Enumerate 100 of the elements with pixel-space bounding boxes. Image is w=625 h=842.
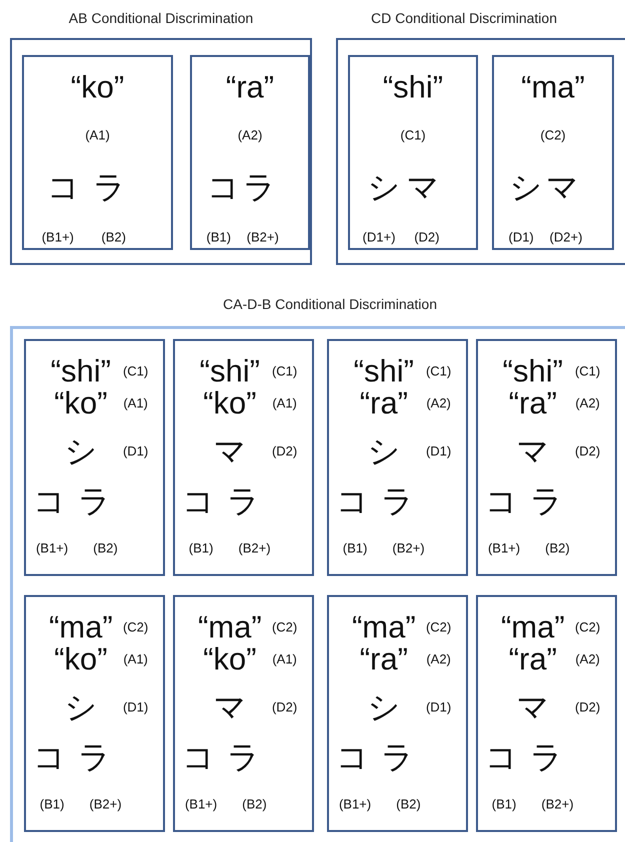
stimulus-code: (B2+): [246, 230, 279, 244]
stimulus-code: (C1): [574, 364, 600, 378]
trial-card: [327, 595, 468, 832]
stimulus-word: “ko”: [54, 388, 108, 418]
katakana-character: コ: [484, 485, 518, 517]
stimulus-code: (C2): [426, 620, 452, 634]
stimulus-word: “ma”: [500, 612, 565, 642]
stimulus-code: (D2): [272, 700, 298, 714]
trial-card: [24, 595, 165, 832]
stimulus-code: (C1): [426, 364, 452, 378]
trial-card: [476, 595, 617, 832]
katakana-character: コ: [206, 171, 240, 203]
stimulus-word: “ra”: [508, 388, 557, 418]
stimulus-code: (A2): [575, 652, 600, 666]
katakana-character: シ: [367, 435, 400, 467]
katakana-character: ラ: [78, 485, 111, 517]
katakana-character: コ: [182, 741, 215, 773]
stimulus-code: (A2): [575, 396, 600, 410]
stimulus-code: (A2): [426, 396, 451, 410]
katakana-character: マ: [516, 435, 550, 467]
stimulus-word: “ma”: [48, 612, 113, 642]
stimulus-code: (D2+): [550, 230, 582, 244]
stimulus-code: (A1): [272, 652, 297, 666]
stimulus-word: “ma”: [352, 612, 416, 642]
katakana-character: コ: [336, 485, 369, 517]
katakana-character: マ: [516, 691, 550, 723]
stimulus-code: (B1+): [184, 798, 218, 810]
stimulus-code: (C1): [122, 364, 148, 378]
stimulus-code: (B1+): [36, 542, 68, 554]
stimulus-code: (A1): [123, 652, 148, 666]
stimulus-code: (C2): [122, 620, 148, 634]
stimulus-code: (D1): [426, 444, 452, 458]
katakana-character: ラ: [381, 485, 414, 517]
trial-card: [476, 339, 617, 576]
katakana-character: コ: [32, 485, 66, 517]
stimulus-code: (A2): [238, 128, 262, 142]
stimulus-code: (C2): [272, 620, 298, 634]
stimulus-word: “shi”: [382, 72, 444, 102]
stimulus-word: “shi”: [354, 356, 414, 386]
stimulus-code: (B1): [40, 798, 64, 810]
katakana-character: ラ: [92, 171, 126, 203]
katakana-character: コ: [32, 741, 66, 773]
stimulus-code: (B1+): [488, 542, 520, 554]
stimulus-code: (D1): [122, 444, 148, 458]
stimulus-code: (B2+): [392, 542, 425, 554]
stimulus-word: “shi”: [200, 356, 260, 386]
stimulus-code: (B2): [101, 230, 126, 244]
katakana-character: ラ: [227, 485, 260, 517]
stimulus-code: (A1): [272, 396, 297, 410]
stimulus-code: (D2): [414, 230, 440, 244]
trial-card: [190, 55, 310, 250]
trial-card: [348, 55, 478, 250]
trial-card: [173, 339, 314, 576]
katakana-character: マ: [546, 171, 579, 203]
stimulus-word: “ra”: [226, 72, 274, 102]
trial-card: [492, 55, 614, 250]
stimulus-code: (A2): [426, 652, 451, 666]
trial-card: [24, 339, 165, 576]
stimulus-code: (B2+): [238, 542, 271, 554]
stimulus-word: “ra”: [360, 644, 408, 674]
katakana-character: ラ: [227, 741, 260, 773]
stimulus-word: “ko”: [203, 644, 256, 674]
katakana-character: シ: [368, 171, 401, 203]
stimulus-code: (B2+): [89, 798, 122, 810]
katakana-character: シ: [64, 691, 98, 723]
stimulus-code: (B2): [242, 798, 267, 810]
katakana-character: シ: [509, 171, 542, 203]
stimulus-code: (B1+): [338, 798, 372, 810]
katakana-character: シ: [64, 435, 98, 467]
katakana-character: シ: [367, 691, 400, 723]
katakana-character: マ: [213, 691, 246, 723]
stimulus-code: (C1): [400, 128, 426, 142]
stimulus-word: “ko”: [203, 388, 256, 418]
stimulus-code: (D2): [574, 444, 600, 458]
stimulus-code: (D2): [272, 444, 298, 458]
stimulus-word: “shi”: [502, 356, 563, 386]
trial-card: [173, 595, 314, 832]
stimulus-code: (A1): [85, 128, 110, 142]
stimulus-code: (D1): [122, 700, 148, 714]
stimulus-code: (C2): [540, 128, 566, 142]
stimulus-word: “shi”: [50, 356, 111, 386]
stimulus-code: (B2): [396, 798, 421, 810]
katakana-character: ラ: [242, 171, 276, 203]
stimulus-code: (C1): [272, 364, 298, 378]
stimulus-code: (B2+): [541, 798, 574, 810]
katakana-character: コ: [336, 741, 369, 773]
stimulus-code: (D1): [508, 230, 534, 244]
stimulus-code: (B1): [492, 798, 516, 810]
stimulus-word: “ma”: [198, 612, 262, 642]
stimulus-code: (B2): [93, 542, 118, 554]
katakana-character: コ: [182, 485, 215, 517]
stimulus-code: (B1+): [42, 230, 74, 244]
panel-title: AB Conditional Discrimination: [68, 10, 254, 26]
trial-card: [327, 339, 468, 576]
katakana-character: ラ: [530, 741, 563, 773]
stimulus-code: (D2): [574, 700, 600, 714]
stimulus-code: (D1+): [362, 230, 396, 244]
panel-title: CA-D-B Conditional Discrimination: [222, 296, 438, 312]
stimulus-word: “ko”: [54, 644, 108, 674]
katakana-character: マ: [406, 171, 440, 203]
